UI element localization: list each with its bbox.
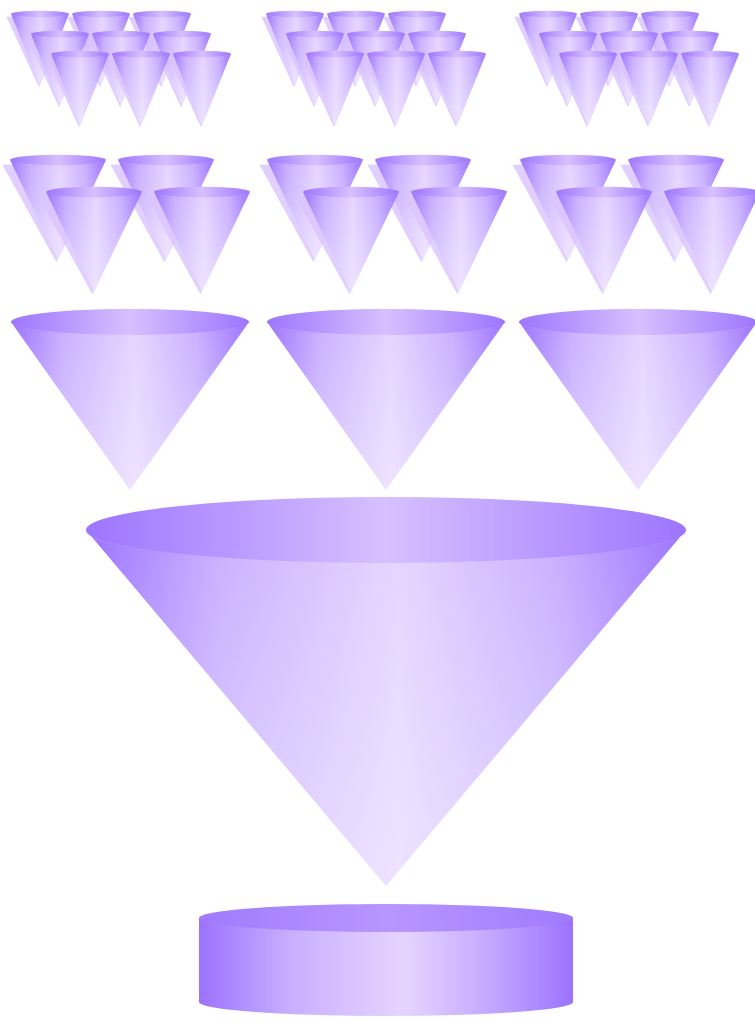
tier-2-cone-rim (154, 187, 250, 198)
tier-2-cone-rim (556, 187, 652, 198)
tier-2-cone-rim (10, 155, 106, 166)
tier-1-cone-rim (661, 31, 719, 37)
tier-1-cone-rim (153, 31, 211, 37)
tier-3-cone-3-rim (519, 309, 755, 335)
tier-4-cone-rim (86, 497, 686, 563)
tier-2-cone-rim (267, 155, 363, 166)
tier-1-cone-rim (173, 51, 231, 57)
tier-1-cone-rim (620, 51, 678, 57)
tier-1-cone-rim (92, 31, 150, 37)
tier-1-cone-rim (133, 11, 191, 17)
tier-1-cone-rim (31, 31, 89, 37)
tier-3-cone-3 (519, 309, 755, 490)
cones-layer (2, 11, 755, 886)
tier-2-group-3 (512, 155, 755, 295)
tier-1-cone-rim (327, 11, 385, 17)
tier-1-cone-rim (559, 51, 617, 57)
tier-3-cone-2-rim (267, 309, 505, 335)
tier-1-cone-rim (408, 31, 466, 37)
tier-3-cone-1 (11, 309, 249, 490)
tier-1-group-2 (261, 11, 486, 128)
tier-1-cone-rim (112, 51, 170, 57)
tier-1-cone-rim (580, 11, 638, 17)
tier-1-cone-rim (681, 51, 739, 57)
tier-2-group-1 (2, 155, 250, 295)
tier-2-cone-rim (46, 187, 142, 198)
tier-1-group-3 (514, 11, 739, 128)
tier-2-cone-rim (303, 187, 399, 198)
tier-1-cone-rim (367, 51, 425, 57)
tier-3-cone-1-rim (11, 309, 249, 335)
tier-2-cone-rim (411, 187, 507, 198)
tier-1-group-1 (6, 11, 231, 128)
base-cylinder-top (199, 904, 573, 932)
tier-2-cone-rim (118, 155, 214, 166)
tier-1-cone-rim (306, 51, 364, 57)
tier-1-cone-rim (641, 11, 699, 17)
tier-4-cone (86, 497, 686, 886)
tier-2-group-2 (259, 155, 507, 295)
tier-2-cone-rim (628, 155, 724, 166)
tier-1-cone-rim (428, 51, 486, 57)
tier-1-cone-rim (72, 11, 130, 17)
tier-1-cone-rim (519, 11, 577, 17)
tier-1-cone-rim (51, 51, 109, 57)
tier-2-cone-rim (520, 155, 616, 166)
base-cylinder-side (199, 918, 573, 1016)
tier-1-cone-rim (600, 31, 658, 37)
tier-3-cone-2 (267, 309, 505, 490)
tier-1-cone-rim (539, 31, 597, 37)
tier-1-cone-rim (347, 31, 405, 37)
tier-1-cone-rim (388, 11, 446, 17)
tier-1-cone-rim (11, 11, 69, 17)
tier-1-cone-rim (286, 31, 344, 37)
tier-1-cone-rim (266, 11, 324, 17)
base-cylinder (199, 904, 573, 1016)
tier-2-cone-rim (375, 155, 471, 166)
